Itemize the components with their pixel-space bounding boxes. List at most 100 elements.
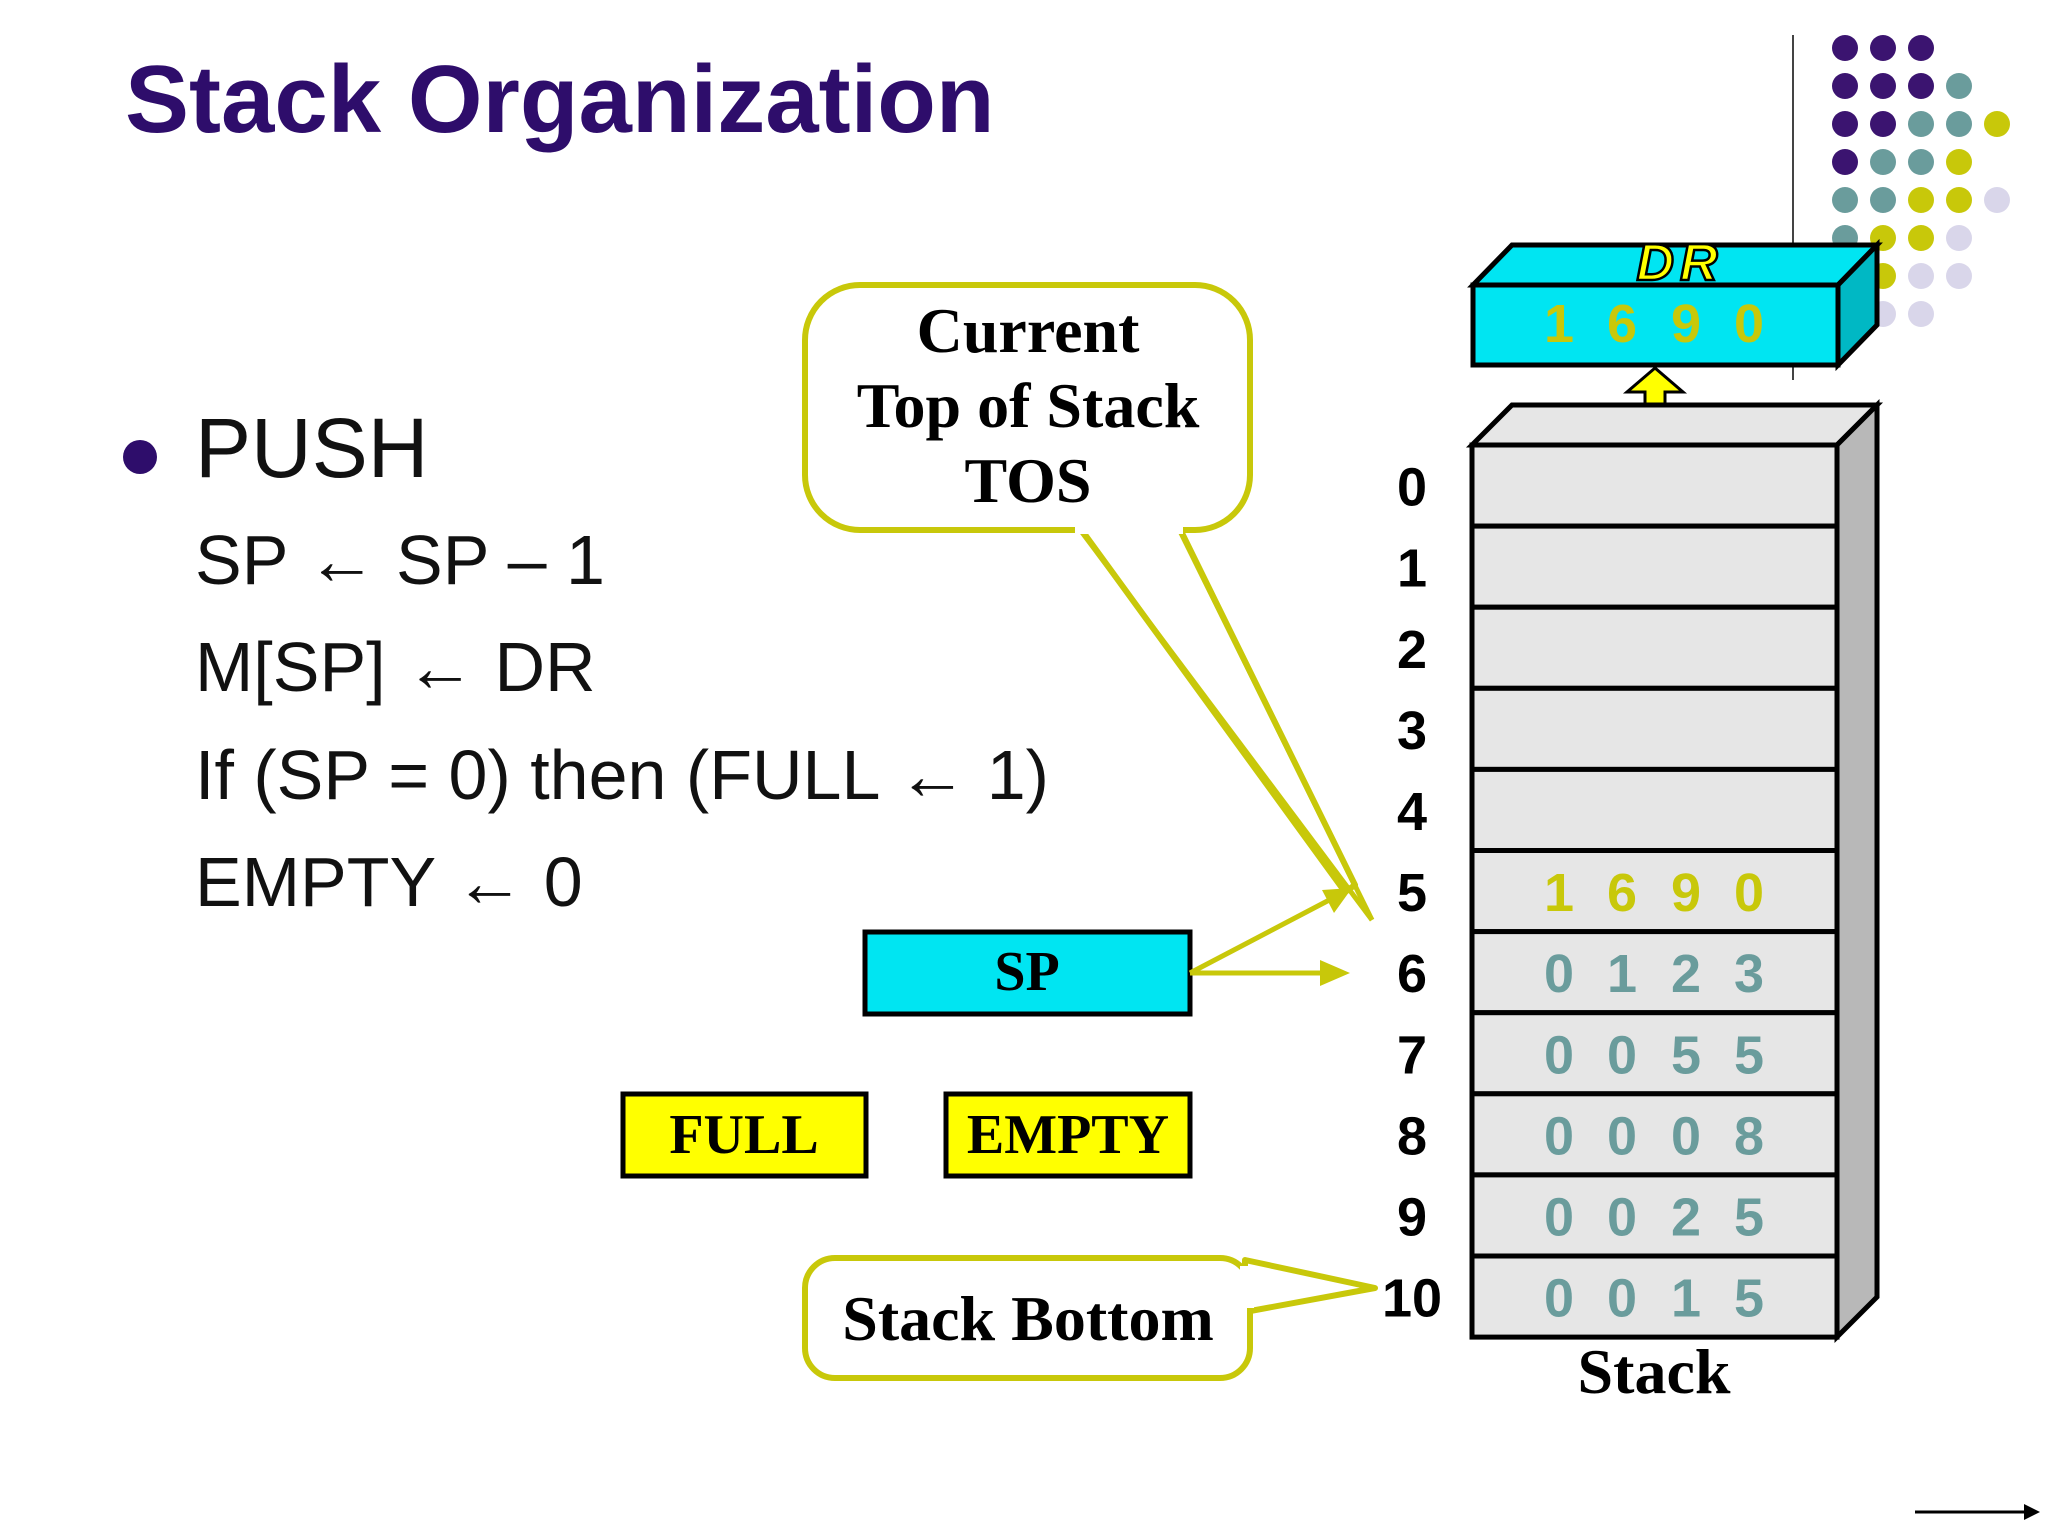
stack-cell-digit: 0: [1544, 1269, 1574, 1329]
stack-cell-digit: 2: [1671, 944, 1701, 1004]
stack-address: 2: [1397, 620, 1427, 680]
decor-dot: [1946, 187, 1972, 213]
micro-op-line-1: SP ← SP – 1: [195, 521, 605, 599]
stack-cell: [1469, 848, 1840, 935]
stack-address: 9: [1397, 1187, 1427, 1247]
stack-cell: [1469, 1091, 1840, 1178]
dr-digit: 1: [1544, 294, 1574, 354]
decor-dot: [1832, 111, 1858, 137]
stack-cell-digit: 8: [1734, 1106, 1764, 1166]
stack-cell-digit: 5: [1671, 1025, 1701, 1085]
tos-callout-line-2: Top of Stack: [857, 370, 1200, 441]
decor-dot: [1946, 111, 1972, 137]
stack-cell-digit: 1: [1671, 1269, 1701, 1329]
sp-register: SP: [862, 929, 1193, 1017]
stack-cell: [1469, 523, 1840, 610]
stack-cell-digit: 0: [1734, 863, 1764, 923]
decor-dot: [1908, 187, 1934, 213]
stack-cell-digit: 3: [1734, 944, 1764, 1004]
decor-dot: [1870, 111, 1896, 137]
decor-dot: [1946, 73, 1972, 99]
stack-cell-digit: 0: [1544, 1025, 1574, 1085]
full-label: FULL: [669, 1104, 818, 1166]
stack-cell-digit: 2: [1671, 1187, 1701, 1247]
stack-cell-digit: 0: [1607, 1187, 1637, 1247]
dr-digit: 6: [1607, 294, 1637, 354]
stack-address: 5: [1397, 863, 1427, 923]
decor-dot: [1870, 187, 1896, 213]
stack-cell: [1469, 929, 1840, 1016]
next-arrow-icon: [1915, 1504, 2040, 1520]
stack-cell-digit: 5: [1734, 1187, 1764, 1247]
decor-dot: [1946, 149, 1972, 175]
stack-address: 8: [1397, 1106, 1427, 1166]
decor-dot: [1984, 111, 2010, 137]
stack-caption: Stack: [1578, 1336, 1731, 1407]
stack-address: 4: [1397, 782, 1427, 842]
decor-dot: [1984, 187, 2010, 213]
tos-callout-line-3: TOS: [965, 445, 1092, 516]
stack-cell: [1469, 604, 1840, 691]
decor-dot: [1870, 149, 1896, 175]
decor-dot: [1908, 111, 1934, 137]
dr-digit: 9: [1671, 294, 1701, 354]
stack-cell-digit: 1: [1544, 863, 1574, 923]
full-flag: FULL: [620, 1091, 869, 1179]
stack-cell-digit: 0: [1671, 1106, 1701, 1166]
stack-cell-digit: 5: [1734, 1269, 1764, 1329]
stack-cell: [1469, 442, 1840, 529]
decor-dot: [1908, 35, 1934, 61]
decor-dot: [1870, 35, 1896, 61]
sp-arrows: [1188, 888, 1352, 986]
decor-dot: [1908, 149, 1934, 175]
stack-cell-digit: 6: [1607, 863, 1637, 923]
stack-cell: [1469, 766, 1840, 854]
stack-cell-digit: 0: [1607, 1025, 1637, 1085]
stack-address: 0: [1397, 458, 1427, 518]
micro-op-line-2: M[SP] ← DR: [195, 628, 596, 706]
stack-cell-digit: 0: [1544, 944, 1574, 1004]
decor-dot: [1908, 301, 1934, 327]
decor-dot: [1832, 73, 1858, 99]
micro-op-line-3: If (SP = 0) then (FULL ← 1): [195, 736, 1049, 814]
empty-label: EMPTY: [967, 1104, 1169, 1166]
stack-cell-digit: 0: [1607, 1106, 1637, 1166]
stack-address: 6: [1397, 944, 1427, 1004]
decor-dot: [1832, 149, 1858, 175]
stack-address: 7: [1397, 1025, 1427, 1085]
bullet-icon: [123, 440, 157, 474]
stack-cell-digit: 5: [1734, 1025, 1764, 1085]
decor-dot: [1832, 35, 1858, 61]
stack-cell: [1469, 1172, 1840, 1259]
empty-flag: EMPTY: [943, 1091, 1193, 1179]
stack-cell-digit: 9: [1671, 863, 1701, 923]
decor-dot: [1946, 225, 1972, 251]
slide-title: Stack Organization: [125, 46, 995, 153]
stack-bottom-label: Stack Bottom: [842, 1283, 1214, 1354]
stack-cell-digit: 0: [1607, 1269, 1637, 1329]
stack-address: 1: [1397, 539, 1427, 599]
stack-cell: [1469, 685, 1840, 772]
dr-digit: 0: [1734, 294, 1764, 354]
decor-dot: [1908, 225, 1934, 251]
micro-op-line-4: EMPTY ← 0: [195, 843, 583, 921]
decor-dot: [1908, 263, 1934, 289]
stack-bottom-callout: Stack Bottom: [802, 1255, 1378, 1381]
tos-callout-line-1: Current: [917, 295, 1140, 366]
sp-label: SP: [994, 941, 1059, 1003]
decor-dot: [1946, 263, 1972, 289]
decor-dot: [1870, 73, 1896, 99]
decor-dot: [1832, 187, 1858, 213]
stack-cell: [1469, 1253, 1840, 1340]
stack-cell-digit: 1: [1607, 944, 1637, 1004]
stack-cell-digit: 0: [1544, 1106, 1574, 1166]
stack-cell: [1469, 1010, 1840, 1097]
divider-line: [1792, 35, 1794, 380]
bullet-heading: PUSH: [195, 401, 429, 495]
tos-callout: Current Top of Stack TOS: [802, 282, 1375, 922]
